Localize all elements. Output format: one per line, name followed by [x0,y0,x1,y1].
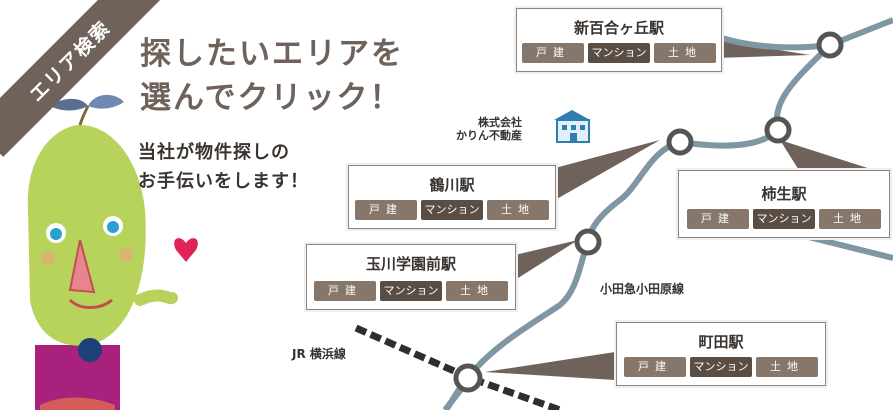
heart-icon [174,238,198,262]
station-card-kakio: 柿生駅 戸建 マンション 土地 [678,170,890,238]
mansion-button[interactable]: マンション [690,357,752,377]
land-button[interactable]: 土地 [654,43,716,63]
jr-line [354,324,562,410]
station-name: 柿生駅 [761,185,807,203]
station-card-tsurukawa: 鶴川駅 戸建 マンション 土地 [348,165,556,229]
station-name: 新百合ヶ丘駅 [573,19,664,37]
station-node-shinyurigaoka[interactable] [816,31,844,59]
pointer-machida [485,352,615,380]
headline: 探したいエリアを 選んでクリック！ [140,36,404,116]
odakyu-line-label: 小田急小田原線 [600,282,685,296]
mansion-button[interactable]: マンション [753,209,815,229]
mansion-button[interactable]: マンション [380,281,442,301]
station-node-kakio[interactable] [764,116,792,144]
company-name: 株式会社 かりん不動産 [456,116,522,142]
land-button[interactable]: 土地 [819,209,881,229]
land-button[interactable]: 土地 [756,357,818,377]
station-node-tamagawagakuenmae[interactable] [574,228,602,256]
mansion-button[interactable]: マンション [588,43,650,63]
station-name: 鶴川駅 [429,176,475,194]
house-button[interactable]: 戸建 [624,357,686,377]
jr-line-label: JR 横浜線 [292,347,346,361]
station-node-machida[interactable] [453,363,483,393]
station-card-tamagawagakuenmae: 玉川学園前駅 戸建 マンション 土地 [306,244,516,310]
mansion-button[interactable]: マンション [421,200,483,220]
station-card-shinyurigaoka: 新百合ヶ丘駅 戸建 マンション 土地 [516,8,722,72]
house-button[interactable]: 戸建 [522,43,584,63]
station-card-machida: 町田駅 戸建 マンション 土地 [616,322,826,386]
house-button[interactable]: 戸建 [355,200,417,220]
pointer-tamagawagakuenmae [515,240,578,280]
land-button[interactable]: 土地 [487,200,549,220]
mascot-illustration [27,94,198,410]
station-name: 町田駅 [698,333,744,351]
station-name: 玉川学園前駅 [365,255,456,273]
station-node-tsurukawa[interactable] [666,128,694,156]
house-button[interactable]: 戸建 [314,281,376,301]
pointer-tsurukawa [555,140,660,200]
land-button[interactable]: 土地 [446,281,508,301]
house-button[interactable]: 戸建 [687,209,749,229]
building-icon [554,110,590,143]
pointer-kakio [780,140,880,172]
subheadline: 当社が物件探しの お手伝いをします！ [138,142,309,192]
